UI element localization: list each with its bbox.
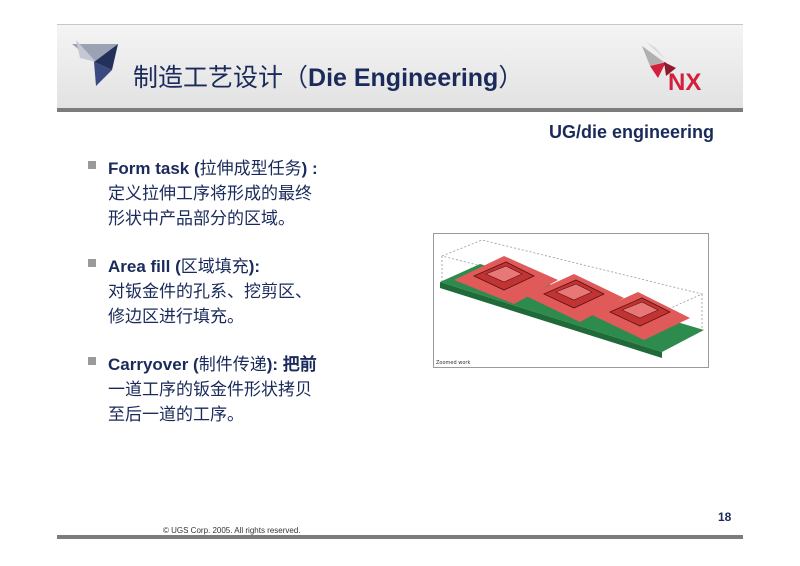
title-close: ） [498, 63, 524, 92]
page-title: 制造工艺设计（Die Engineering） [133, 58, 523, 94]
page-number: 18 [718, 510, 732, 524]
bullet-term-cn: 区域填充 [180, 257, 249, 277]
bullet-carryover: Carryover (制件传递): 把前 一道工序的钣金件形状拷贝 至后一道的工… [88, 352, 408, 428]
bullet-desc-line: 形状中产品部分的区域。 [108, 209, 295, 229]
bullet-square-icon [88, 161, 96, 169]
bullet-term-suffix: ): 把前 [266, 355, 317, 374]
bullet-heading: Area fill (区域填充): [108, 254, 408, 280]
bullet-term-suffix: ): [248, 257, 261, 276]
bullet-desc-line: 定义拉伸工序将形成的最终 [108, 184, 312, 204]
bullet-area-fill: Area fill (区域填充): 对钣金件的孔系、挖剪区、 修边区进行填充。 [88, 254, 408, 330]
copyright-text: © UGS Corp. 2005. All rights reserved. [163, 526, 301, 535]
bullet-square-icon [88, 259, 96, 267]
die-model-figure: Zoomed work [433, 233, 709, 368]
ugs-logo-icon [72, 40, 118, 86]
bullet-desc-line: 修边区进行填充。 [108, 307, 244, 327]
bullet-desc-line: 对钣金件的孔系、挖剪区、 [108, 282, 312, 302]
bullet-list: Form task (拉伸成型任务) : 定义拉伸工序将形成的最终 形状中产品部… [88, 156, 408, 450]
header-divider [57, 108, 743, 112]
bullet-form-task: Form task (拉伸成型任务) : 定义拉伸工序将形成的最终 形状中产品部… [88, 156, 408, 232]
bullet-term: Carryover ( [108, 355, 199, 374]
bullet-heading: Carryover (制件传递): 把前 [108, 352, 408, 378]
bullet-square-icon [88, 357, 96, 365]
bullet-term: Form task ( [108, 159, 200, 178]
header-bar [57, 24, 743, 109]
figure-caption: Zoomed work [436, 360, 471, 366]
subtitle: UG/die engineering [548, 122, 714, 142]
bullet-heading: Form task (拉伸成型任务) : [108, 156, 408, 182]
bullet-term-cn: 拉伸成型任务 [199, 159, 302, 179]
bullet-term: Area fill ( [108, 257, 181, 276]
die-model-illustration [440, 239, 704, 358]
bullet-desc-line: 一道工序的钣金件形状拷贝 [108, 380, 312, 400]
bullet-term-cn: 制件传递 [198, 355, 267, 375]
nx-logo-icon: NX [642, 42, 701, 96]
bullet-desc-line: 至后一道的工序。 [108, 405, 244, 425]
footer-divider [57, 535, 743, 539]
title-chinese: 制造工艺设计（ [133, 63, 309, 92]
svg-text:NX: NX [668, 69, 701, 96]
title-english: Die Engineering [308, 64, 499, 92]
bullet-term-suffix: ) : [301, 159, 318, 178]
